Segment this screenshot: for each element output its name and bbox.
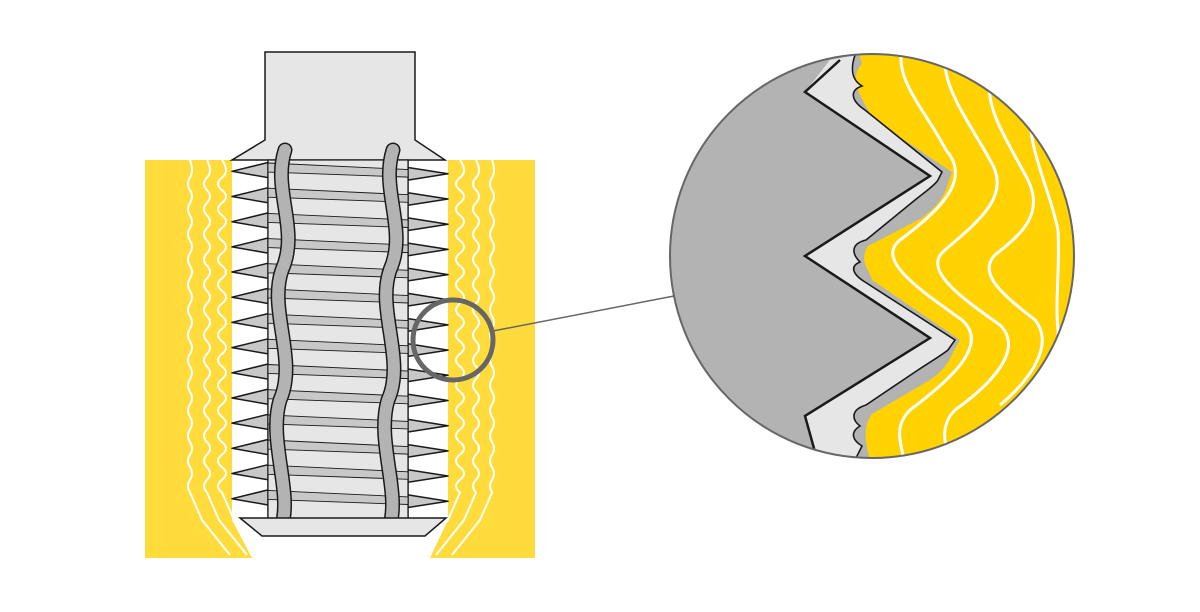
detail-marker [410,295,675,383]
thread-band [267,338,409,354]
thread-band [267,187,409,203]
magnified-thread-flank [805,55,955,458]
workpiece-grain-lines-left [187,159,263,556]
tap-fastener [229,51,449,537]
magnified-grain-line [891,54,973,458]
thread-band [267,414,409,430]
thread-band [267,212,409,228]
workpiece-left-half [145,160,252,558]
fastener-thread-helix-bands [267,162,409,505]
fastener-shank [229,51,448,161]
magnified-grain-line [936,54,1010,458]
thread-band [267,263,409,279]
detail-marker-circle [410,297,496,383]
grain-line-right-b [435,159,480,556]
magnified-flank-outline [849,54,957,458]
flute-right-fill [378,144,403,531]
magnified-workpiece [855,54,1074,458]
fastener-thread-teeth-left [231,159,269,521]
thread-band [267,439,409,455]
thread-band [267,288,409,304]
detail-leader-line [492,295,675,332]
thread-band [267,313,409,329]
grain-line-left-c [217,159,263,556]
workpiece-right-half [430,160,535,558]
magnified-grain-line [987,79,1044,407]
workpiece [145,159,535,558]
thread-band [267,389,409,405]
thread-band [267,464,409,480]
thread-band [267,162,409,178]
grain-line-left-b [203,159,248,556]
grain-line-left-a [187,159,231,556]
grain-line-right-a [419,159,465,556]
magnified-thread-profile [802,59,933,458]
thread-band [267,489,409,505]
flute-left-fill [270,144,295,531]
magnified-detail-border [669,53,1075,459]
magnified-detail [669,53,1075,459]
fastener-tip [237,517,449,537]
thread-band [267,238,409,254]
thread-band [267,364,409,380]
